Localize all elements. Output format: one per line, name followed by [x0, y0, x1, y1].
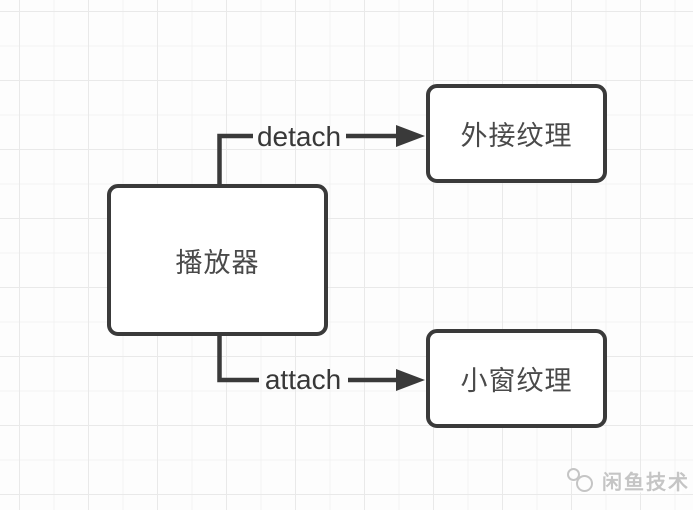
node-external-texture: 外接纹理 [426, 84, 607, 183]
detach-arrowhead-icon [396, 125, 425, 147]
node-small-window-texture: 小窗纹理 [426, 329, 607, 428]
node-external-texture-label: 外接纹理 [460, 121, 573, 151]
node-player: 播放器 [107, 184, 328, 336]
attach-arrowhead-icon [396, 369, 425, 391]
xianyu-fish-logo-icon [567, 467, 595, 493]
node-player-label: 播放器 [175, 247, 260, 278]
edge-label-attach: attach [264, 364, 342, 395]
watermark-text: 闲鱼技术 [602, 472, 690, 494]
watermark: 闲鱼技术 [564, 466, 690, 495]
node-small-window-texture-label: 小窗纹理 [460, 366, 573, 396]
edge-label-detach: detach [256, 121, 342, 152]
